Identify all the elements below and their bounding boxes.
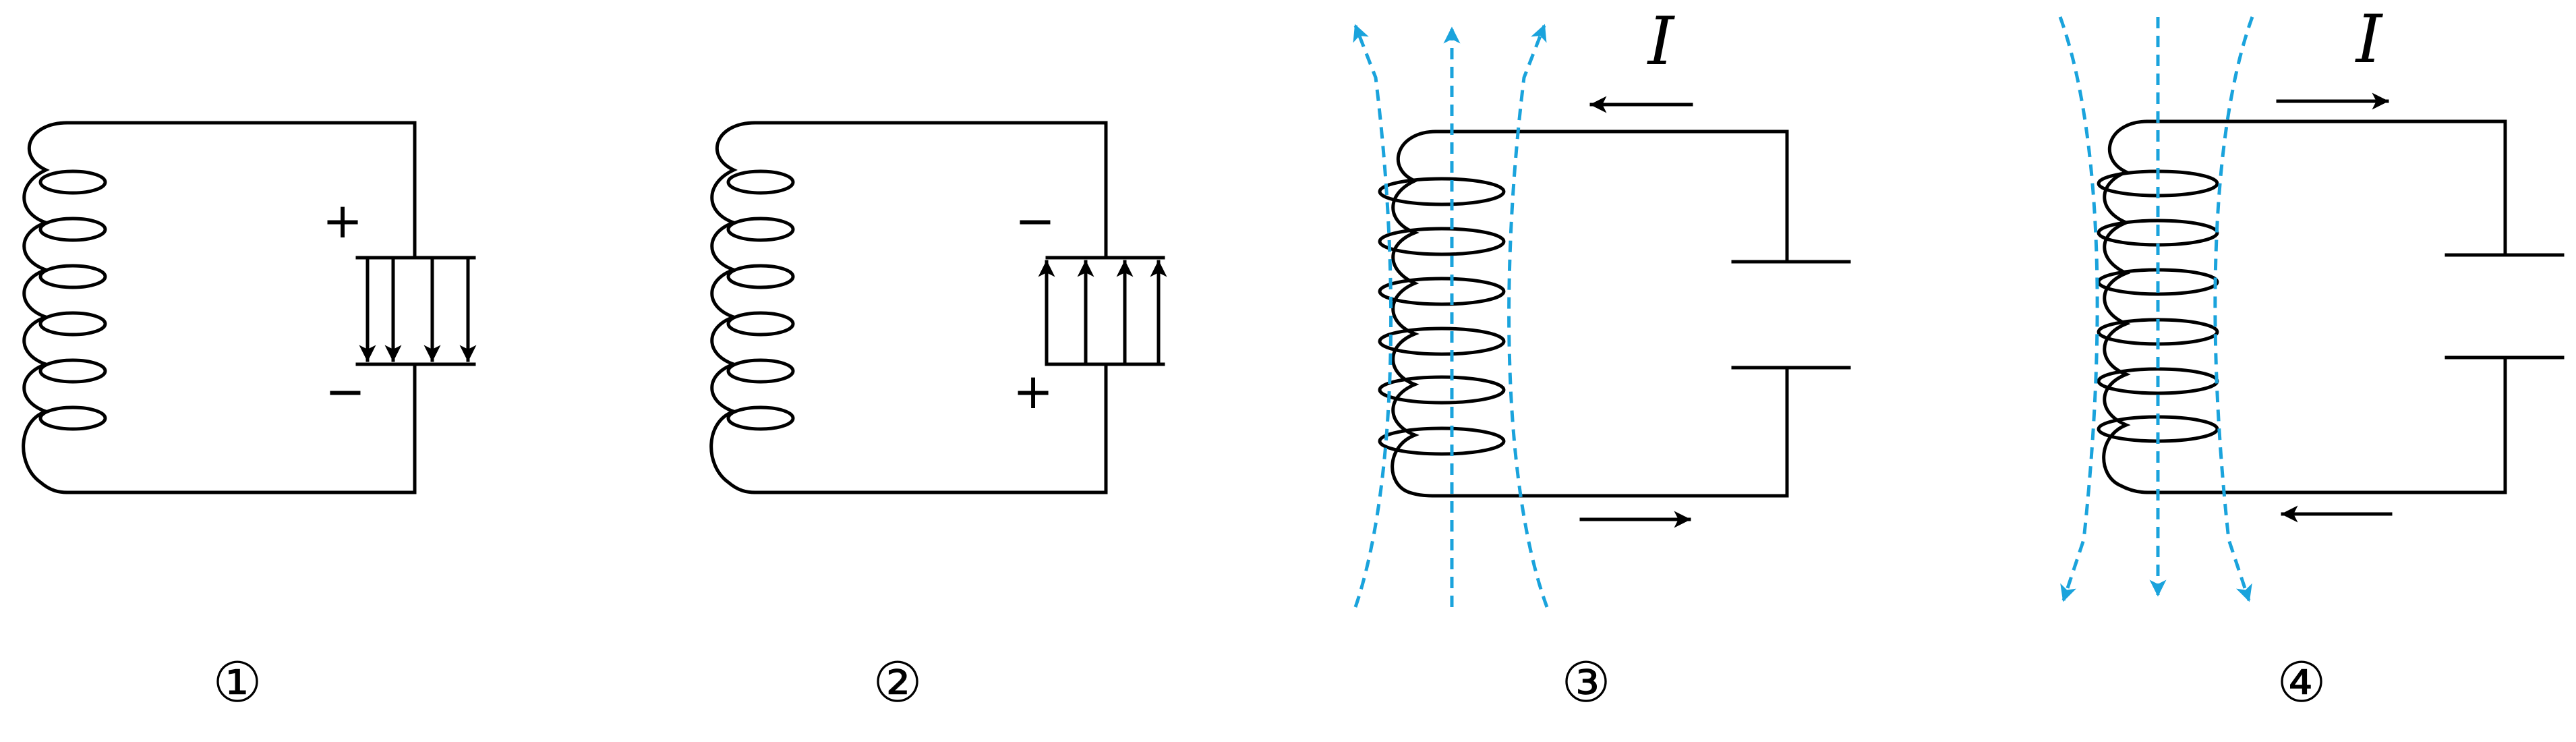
capacitor [355,256,477,366]
plate-top-sign: + [322,192,363,249]
current-label: I [1647,3,1676,80]
panel-label: ② [873,651,923,715]
solenoid-coil [1378,177,1506,456]
panel-4: I ④ [2058,1,2565,715]
panel-label: ③ [1561,651,1611,715]
electric-field-arrows-up [1038,260,1167,366]
circuit-wire [22,121,417,494]
magnetic-field-lines-up [1353,24,1549,608]
circuit-wire [1391,130,1851,498]
plate-top-sign: − [1015,192,1055,249]
panel-2: − + ② [709,121,1167,715]
plate-bottom-sign: + [1013,363,1053,420]
magnetic-field-lines-down [2058,16,2254,602]
panel-3: I ③ [1353,3,1851,715]
circuit-wire [2102,119,2565,494]
electric-field-arrows-down [359,256,477,362]
panel-1: + − ① [22,121,477,715]
current-label: I [2355,1,2384,78]
inductor-coil [726,169,795,431]
panel-label: ① [212,651,262,715]
capacitor [1038,256,1167,366]
panel-label: ④ [2277,651,2326,715]
inductor-coil [38,169,107,431]
plate-bottom-sign: − [325,363,365,420]
circuit-wire [709,121,1108,494]
